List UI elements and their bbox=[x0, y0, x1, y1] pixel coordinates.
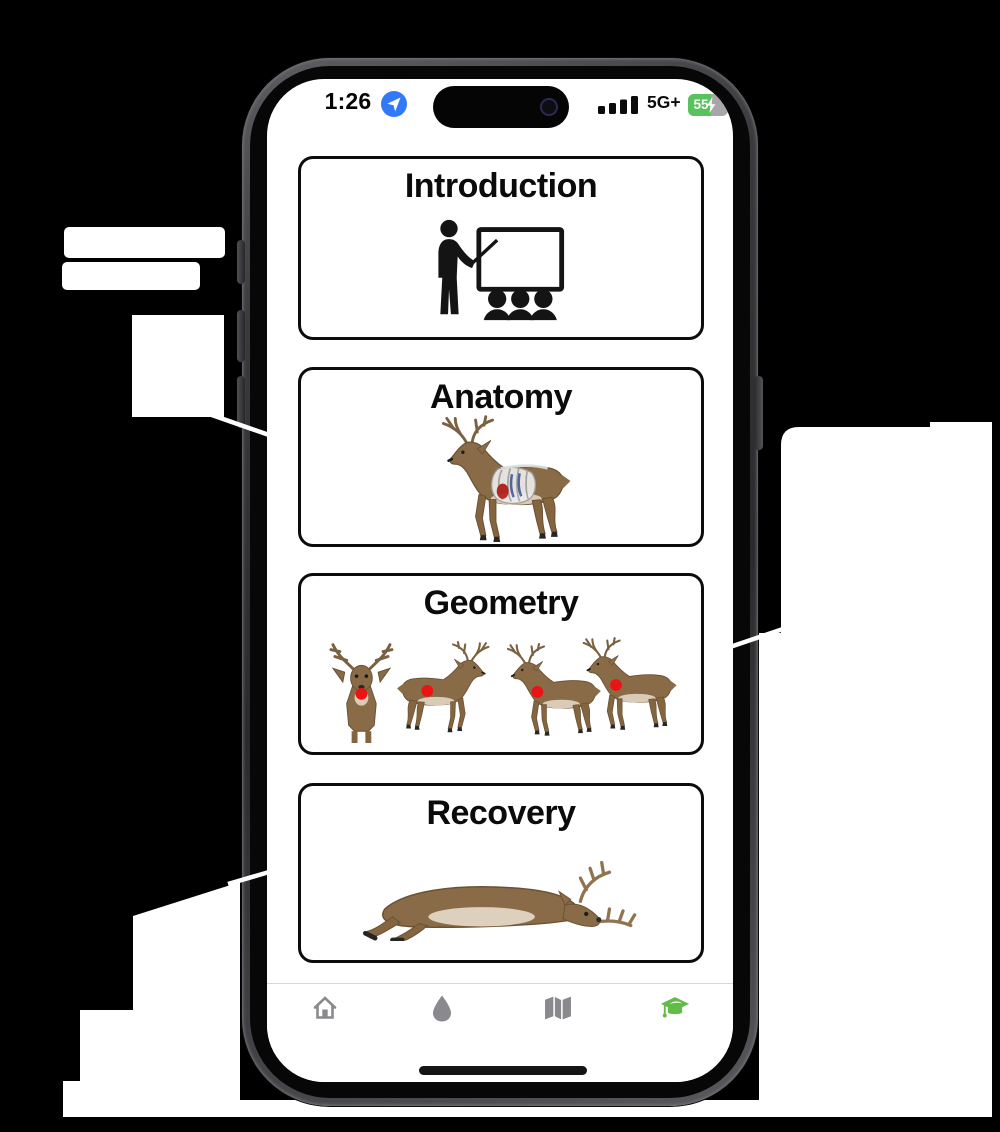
deer-front-view bbox=[329, 643, 394, 747]
status-time: 1:26 bbox=[324, 88, 372, 114]
deer-quartering-to bbox=[395, 640, 490, 734]
action-button bbox=[237, 240, 245, 284]
battery-icon: 55 bbox=[688, 94, 728, 116]
app-screen: 1:26 5G+ 55 bbox=[267, 79, 733, 1082]
volume-up-button bbox=[237, 310, 245, 362]
callout-panel-bottom-left bbox=[63, 882, 240, 1117]
callout-panel-right bbox=[781, 422, 992, 1117]
card-title: Introduction bbox=[404, 167, 598, 205]
callout-panel-right-lower bbox=[759, 633, 992, 1117]
iphone-mockup: 1:26 5G+ 55 bbox=[237, 58, 763, 1106]
map-icon bbox=[545, 996, 572, 1020]
menu-card-recovery[interactable]: Recovery bbox=[298, 783, 704, 963]
charging-bolt-icon bbox=[707, 97, 716, 113]
tab-home[interactable] bbox=[267, 994, 384, 1022]
tab-bar bbox=[267, 983, 733, 1082]
deer-shot-angles-icon bbox=[329, 637, 678, 747]
card-title: Anatomy bbox=[430, 378, 572, 416]
tab-blood-tracking[interactable] bbox=[384, 994, 501, 1023]
deer-anatomy-icon bbox=[441, 415, 572, 544]
navigation-arrow-icon bbox=[381, 91, 407, 117]
card-title: Recovery bbox=[426, 794, 576, 832]
menu-card-geometry[interactable]: Geometry bbox=[298, 573, 704, 755]
menu-card-introduction[interactable]: Introduction bbox=[298, 156, 704, 340]
deer-broadside bbox=[506, 642, 602, 737]
battery-cap bbox=[730, 100, 733, 110]
shot-placement-dots bbox=[355, 679, 622, 700]
downed-deer-icon bbox=[363, 860, 637, 943]
callout-box-left bbox=[132, 315, 224, 417]
graduation-cap-icon bbox=[660, 997, 689, 1018]
card-title: Geometry bbox=[423, 584, 579, 622]
callout-text-blob bbox=[62, 262, 200, 290]
menu-card-anatomy[interactable]: Anatomy bbox=[298, 367, 704, 547]
signal-bars-icon bbox=[598, 96, 638, 114]
home-icon bbox=[313, 996, 337, 1019]
power-button bbox=[754, 376, 763, 450]
home-indicator[interactable] bbox=[419, 1066, 587, 1075]
callout-text-blob bbox=[64, 227, 225, 258]
deer-quartering-away bbox=[582, 637, 678, 731]
blood-drop-icon bbox=[432, 995, 451, 1022]
battery-percent: 55 bbox=[693, 97, 709, 112]
tab-map[interactable] bbox=[500, 994, 617, 1022]
volume-down-button bbox=[237, 376, 245, 428]
network-type-label: 5G+ bbox=[647, 92, 681, 112]
battery-fill bbox=[688, 94, 711, 116]
presentation-icon bbox=[438, 219, 565, 321]
tab-education[interactable] bbox=[617, 994, 734, 1018]
front-camera-icon bbox=[540, 98, 558, 116]
dynamic-island bbox=[433, 86, 569, 128]
